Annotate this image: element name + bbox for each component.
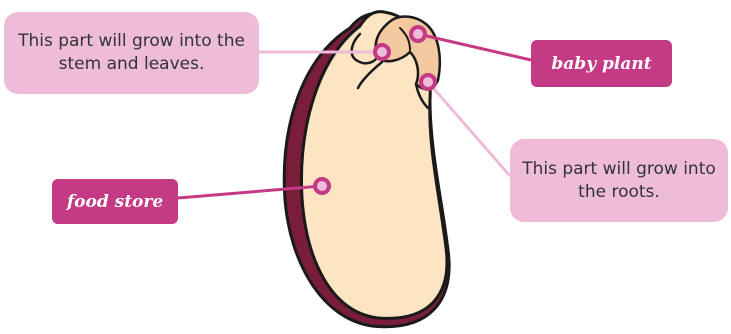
baby-plant-marker-dot	[411, 27, 425, 41]
connector-roots-note	[428, 82, 510, 176]
roots-marker-dot	[421, 75, 435, 89]
food-store-marker-dot	[315, 179, 329, 193]
food-store-label: food store	[52, 179, 178, 224]
stem-marker-dot	[375, 45, 389, 59]
stem-leaves-note: This part will grow into the stem and le…	[4, 12, 259, 94]
roots-note: This part will grow into the roots.	[510, 139, 728, 222]
baby-plant-label: baby plant	[531, 40, 672, 87]
